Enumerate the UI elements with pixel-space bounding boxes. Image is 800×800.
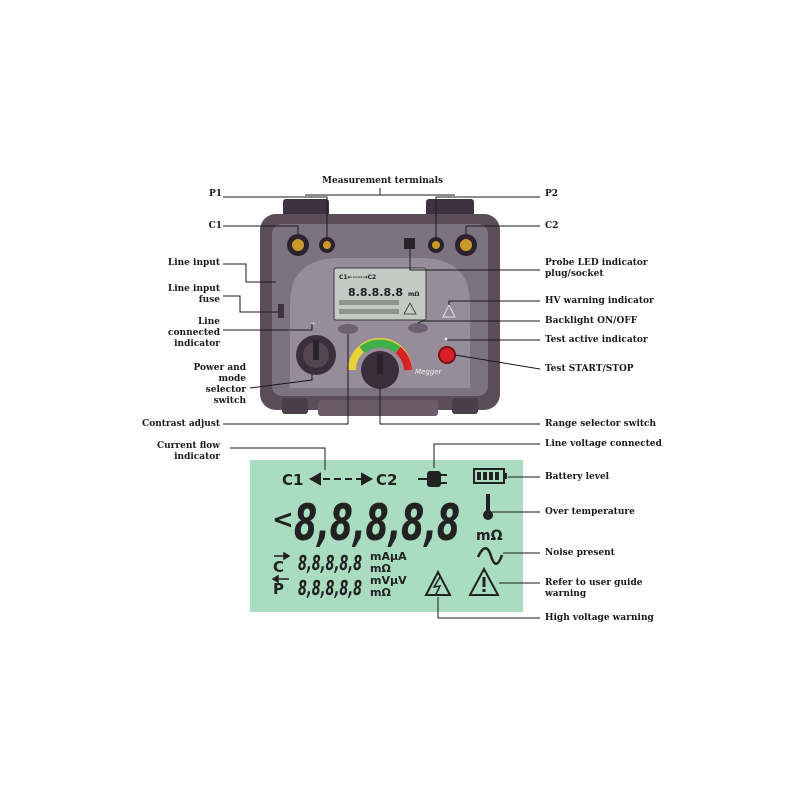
label-over-temperature: Over temperature	[545, 507, 635, 518]
label-measurement-terminals: Measurement terminals	[322, 176, 443, 187]
label-p2: P2	[545, 189, 558, 200]
instrument-case: C1←----→C2 8.8.8.8.8 mΩ ⌁	[260, 199, 500, 416]
lcd-main-digits: 8,8,8,8,8	[294, 494, 460, 552]
label-test-start-stop: Test START/STOP	[545, 364, 634, 375]
label-contrast-adjust: Contrast adjust	[120, 419, 220, 430]
lcd-sub2-unit-bottom: mΩ	[370, 586, 391, 599]
lcd-side-c: C	[273, 558, 284, 576]
device-lcd-unit: mΩ	[408, 291, 419, 298]
label-power-mode-selector: Power and mode selector switch	[140, 363, 246, 407]
label-line-input: Line input	[140, 258, 220, 269]
power-mode-selector-knob[interactable]	[296, 335, 336, 375]
left-foot	[282, 398, 308, 414]
test-start-stop-button[interactable]	[439, 347, 455, 363]
device-lcd: C1←----→C2 8.8.8.8.8 mΩ	[334, 268, 426, 320]
lcd-c2-label: C2	[376, 471, 397, 489]
probe-led-socket[interactable]	[404, 238, 415, 249]
display-detail: C2 --> C1 C2 < 8,8,8,8,8	[250, 460, 523, 612]
brand-logo: Megger	[415, 368, 443, 376]
label-battery-level: Battery level	[545, 472, 609, 483]
right-foot	[452, 398, 478, 414]
label-backlight: Backlight ON/OFF	[545, 316, 637, 327]
label-line-connected-indicator: Line connected indicator	[140, 317, 220, 350]
label-current-flow-indicator: Current flow indicator	[130, 441, 220, 463]
carry-handle	[318, 400, 438, 416]
terminal-p1[interactable]	[319, 237, 335, 253]
lcd-right-unit: mΩ	[476, 528, 503, 544]
label-p1: P1	[196, 189, 222, 200]
lcd-sub2-digits: 8,8,8,8,8	[298, 576, 362, 600]
label-refer-user-guide: Refer to user guide warning	[545, 578, 642, 600]
lcd-bracket-icon: <	[272, 505, 294, 535]
label-line-voltage-connected: Line voltage connected	[545, 439, 662, 450]
lcd-sub1-digits: 8,8,8,8,8	[298, 551, 362, 575]
lcd-c1-label: C1	[282, 471, 303, 489]
contrast-button[interactable]	[338, 324, 358, 334]
label-c1: C1	[196, 221, 222, 232]
backlight-button[interactable]	[408, 323, 428, 333]
terminal-c2[interactable]	[455, 234, 477, 256]
label-probe-led: Probe LED indicator plug/socket	[545, 258, 648, 280]
label-hv-warning-indicator: HV warning indicator	[545, 296, 654, 307]
label-range-selector: Range selector switch	[545, 419, 656, 430]
device-lcd-c1c2: C1←----→C2	[339, 274, 376, 281]
label-test-active-indicator: Test active indicator	[545, 335, 648, 346]
terminal-c1[interactable]	[287, 234, 309, 256]
terminal-p2[interactable]	[428, 237, 444, 253]
label-line-input-fuse: Line input fuse	[140, 284, 220, 306]
label-high-voltage-warning: High voltage warning	[545, 613, 654, 624]
label-noise-present: Noise present	[545, 548, 615, 559]
device-lcd-main: 8.8.8.8.8	[348, 286, 403, 299]
label-c2: C2	[545, 221, 558, 232]
line-input-fuse	[278, 304, 284, 318]
